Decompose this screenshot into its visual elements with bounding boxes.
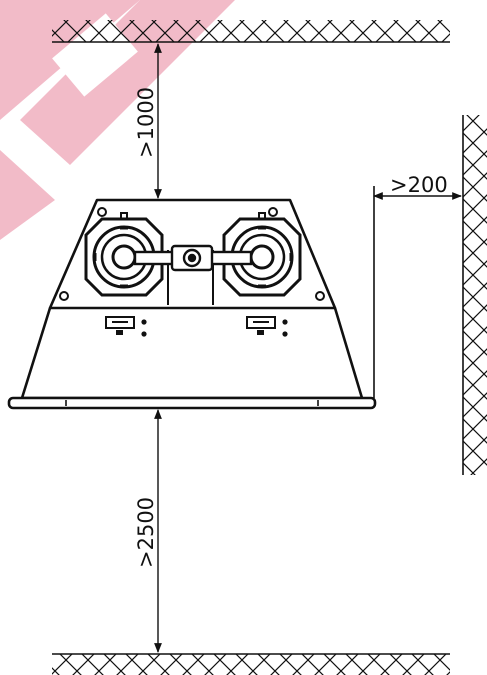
screws — [59, 207, 325, 301]
fan-left — [84, 212, 164, 297]
wall-hatch — [462, 115, 487, 475]
ceiling-dimension: >1000 — [134, 43, 162, 199]
floor-dimension: >2500 — [134, 409, 162, 653]
unit-housing — [7, 198, 377, 410]
connecting-pipe — [133, 244, 253, 272]
control-panel-right — [246, 316, 288, 337]
wall-clearance-label: >200 — [390, 173, 448, 197]
control-panel-left — [105, 316, 147, 337]
floor-hatch — [52, 653, 450, 675]
wall-dimension: >200 — [373, 173, 462, 398]
floor-clearance-label: >2500 — [134, 497, 158, 568]
ceiling-clearance-label: >1000 — [134, 87, 158, 158]
ceiling-hatch — [52, 20, 450, 43]
